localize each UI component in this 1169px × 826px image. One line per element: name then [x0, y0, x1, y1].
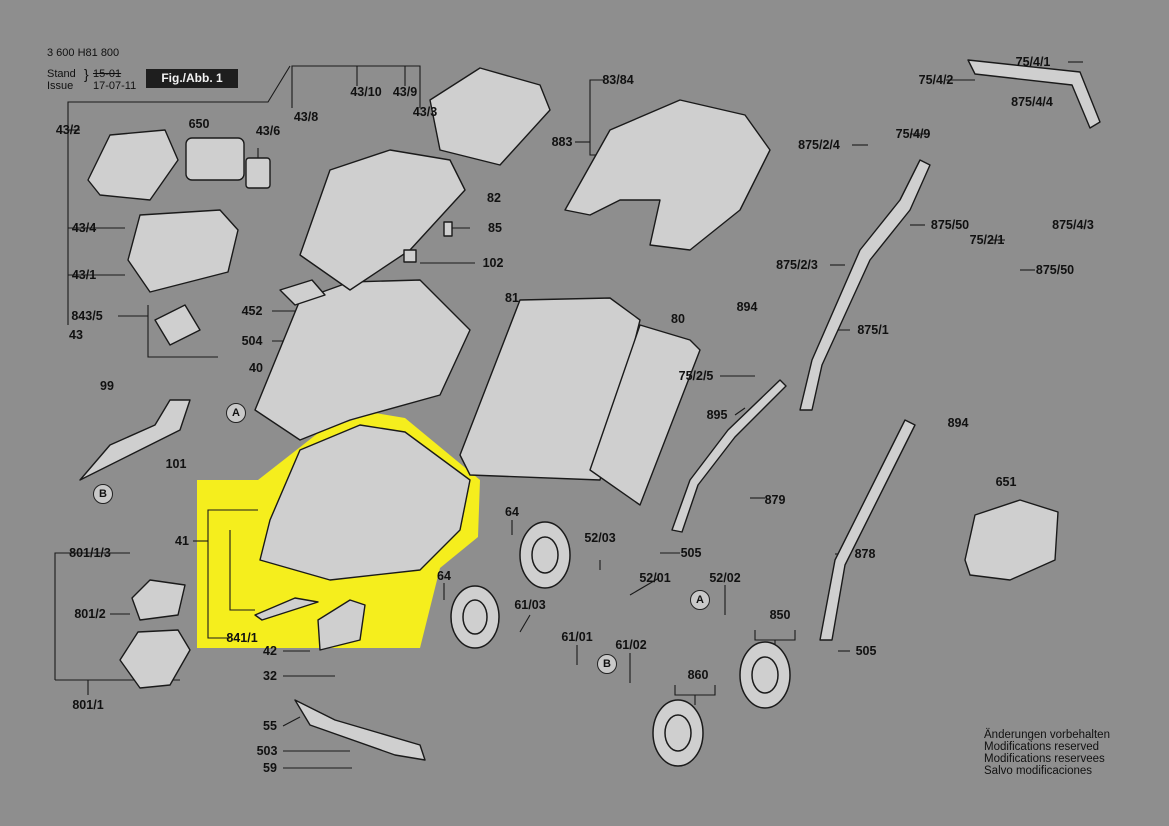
part-label-59: 59: [263, 761, 277, 775]
part-label-102: 102: [482, 256, 504, 270]
part-label-875-2-4: 875/2/4: [798, 138, 840, 152]
part-label-875-50b: 875/50: [1035, 263, 1075, 277]
part-label-860: 860: [687, 668, 709, 682]
part-label-875-4-4: 875/4/4: [1011, 95, 1053, 109]
part-label-52-01: 52/01: [639, 571, 671, 585]
note-line-en: Modifications reserved: [984, 741, 1100, 753]
part-label-801-2: 801/2: [74, 607, 106, 621]
part-label-452: 452: [241, 304, 263, 318]
part-label-878: 878: [854, 547, 876, 561]
issue-date: 17-07-11: [93, 80, 137, 92]
part-label-43-8: 43/8: [293, 110, 319, 124]
note-line-fr: Modifications reservees: [984, 753, 1105, 765]
part-label-505b: 505: [855, 644, 877, 658]
part-label-75-4-9: 75/4/9: [895, 127, 931, 141]
part-label-75-4-1: 75/4/1: [1015, 55, 1051, 69]
part-label-43-1: 43/1: [71, 268, 97, 282]
part-label-80: 80: [671, 312, 685, 326]
part-label-52-02: 52/02: [709, 571, 741, 585]
part-label-61-01: 61/01: [561, 630, 593, 644]
part-label-75-4-2: 75/4/2: [918, 73, 954, 87]
figure-label: Fig./Abb. 1: [146, 69, 238, 88]
part-label-42: 42: [263, 644, 277, 658]
part-label-61-03: 61/03: [514, 598, 546, 612]
part-label-883: 883: [551, 135, 573, 149]
part-label-894b: 894: [947, 416, 969, 430]
part-label-75-2-1: 75/2/1: [969, 233, 1005, 247]
part-label-81: 81: [505, 291, 519, 305]
bracket-brace: }: [84, 66, 89, 82]
part-label-875-2-3: 875/2/3: [776, 258, 818, 272]
reference-marker-a2: A: [690, 590, 710, 610]
part-label-43-10: 43/10: [350, 85, 382, 99]
doc-number: 3 600 H81 800: [47, 47, 120, 59]
part-label-82: 82: [487, 191, 501, 205]
note-line-es: Salvo modificaciones: [984, 765, 1093, 777]
part-label-43-2: 43/2: [55, 123, 81, 137]
part-label-875-4-3: 875/4/3: [1052, 218, 1094, 232]
note-line-de: Änderungen vorbehalten: [984, 729, 1110, 741]
reference-marker-b1: B: [93, 484, 113, 504]
part-label-801-1-3: 801/1/3: [69, 546, 111, 560]
part-label-101: 101: [165, 457, 187, 471]
part-label-801-1: 801/1: [72, 698, 104, 712]
part-label-43-4: 43/4: [71, 221, 97, 235]
part-label-61-02: 61/02: [615, 638, 647, 652]
part-label-651: 651: [995, 475, 1017, 489]
part-label-850: 850: [769, 608, 791, 622]
part-label-504: 504: [241, 334, 263, 348]
reference-marker-a1: A: [226, 403, 246, 423]
part-label-40: 40: [249, 361, 263, 375]
part-label-64a: 64: [505, 505, 519, 519]
part-label-875-50a: 875/50: [930, 218, 970, 232]
part-label-85: 85: [488, 221, 502, 235]
part-label-64b: 64: [437, 569, 451, 583]
part-label-32: 32: [263, 669, 277, 683]
part-label-55: 55: [263, 719, 277, 733]
stand-label: Stand: [47, 68, 76, 80]
part-label-43-6: 43/6: [255, 124, 281, 138]
part-label-43-9: 43/9: [392, 85, 418, 99]
part-label-875-1: 875/1: [857, 323, 889, 337]
part-label-879: 879: [764, 493, 786, 507]
part-label-41: 41: [175, 534, 189, 548]
part-label-83-84: 83/84: [602, 73, 634, 87]
part-label-43: 43: [69, 328, 83, 342]
part-label-52-03: 52/03: [584, 531, 616, 545]
reference-marker-b2: B: [597, 654, 617, 674]
part-label-75-2-5: 75/2/5: [678, 369, 714, 383]
part-label-505a: 505: [680, 546, 702, 560]
part-label-894a: 894: [736, 300, 758, 314]
part-label-43-3: 43/3: [412, 105, 438, 119]
stand-date: 15-01: [93, 68, 122, 80]
part-label-841-1: 841/1: [226, 631, 258, 645]
part-label-99: 99: [100, 379, 114, 393]
part-label-895: 895: [706, 408, 728, 422]
issue-label: Issue: [47, 80, 74, 92]
part-label-843-5: 843/5: [71, 309, 103, 323]
part-label-650: 650: [188, 117, 210, 131]
part-label-503: 503: [256, 744, 278, 758]
